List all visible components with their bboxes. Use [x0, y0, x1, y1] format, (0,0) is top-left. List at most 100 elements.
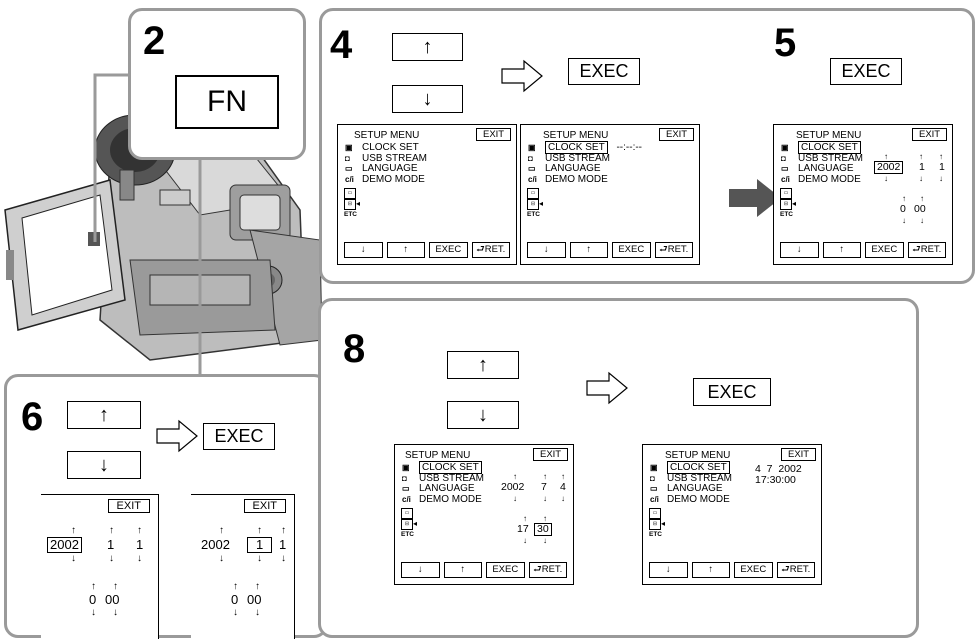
- up-soft-button[interactable]: ↑: [443, 562, 482, 578]
- up-icon: ↑: [71, 525, 76, 536]
- down-icon: ↓: [543, 536, 547, 545]
- menu-item-usb-stream[interactable]: USB STREAM: [798, 152, 864, 164]
- menu-item-demo-mode[interactable]: DEMO MODE: [798, 173, 861, 185]
- exit-button[interactable]: EXIT: [476, 128, 512, 141]
- return-soft-button[interactable]: ⮐RET.: [907, 242, 946, 258]
- menu-item-language[interactable]: LANGUAGE: [419, 483, 475, 494]
- menu-item-clock-set[interactable]: CLOCK SET: [667, 461, 732, 474]
- up-button[interactable]: ↑: [392, 33, 463, 61]
- return-soft-button[interactable]: ⮐RET.: [654, 242, 693, 258]
- down-soft-button[interactable]: ↓: [527, 242, 566, 258]
- etc-icon: ⊟: [527, 199, 539, 210]
- menu-item-language[interactable]: LANGUAGE: [798, 163, 854, 174]
- down-icon: ↓: [137, 553, 142, 564]
- down-icon: ↓: [71, 553, 76, 564]
- menu-item-clock-set[interactable]: CLOCK SET: [798, 141, 863, 154]
- exec-button[interactable]: EXEC: [203, 423, 275, 450]
- exec-soft-button[interactable]: EXEC: [429, 242, 468, 258]
- year-field[interactable]: 2002: [501, 481, 525, 493]
- exec-button[interactable]: EXEC: [693, 378, 771, 406]
- date-readout: 4 7 2002: [755, 463, 802, 475]
- menu-item-demo-mode[interactable]: DEMO MODE: [667, 493, 730, 505]
- down-soft-button[interactable]: ↓: [401, 562, 440, 578]
- up-icon: ↑: [884, 152, 888, 161]
- down-button[interactable]: ↓: [447, 401, 519, 429]
- year-field[interactable]: 2002: [201, 537, 230, 552]
- up-icon: ↑: [255, 581, 260, 592]
- up-soft-button[interactable]: ↑: [386, 242, 425, 258]
- down-button[interactable]: ↓: [67, 451, 141, 479]
- day-field[interactable]: 1: [136, 537, 144, 552]
- menu-item-usb-stream[interactable]: USB STREAM: [667, 472, 733, 484]
- step-6-panel: 6 ↑ ↓ EXEC EXIT ↑ ↑ ↑ 2002 1 1 ↓ ↓ ↓ ↑ ↑…: [4, 374, 328, 639]
- exec-button[interactable]: EXEC: [568, 58, 640, 85]
- lcd-screen: SETUP MENU EXIT ▣◘▭c/i CLOCK SET USB STR…: [394, 444, 574, 585]
- month-field[interactable]: 7: [541, 481, 547, 493]
- month-field[interactable]: 1: [919, 161, 925, 173]
- exit-button[interactable]: EXIT: [912, 128, 948, 141]
- etc-icon: ⊟: [649, 519, 661, 530]
- down-soft-button[interactable]: ↓: [344, 242, 383, 258]
- menu-item-language[interactable]: LANGUAGE: [362, 163, 418, 174]
- menu-title: SETUP MENU: [405, 450, 471, 461]
- hour-field[interactable]: 17: [517, 523, 529, 535]
- minute-field[interactable]: 00: [914, 203, 926, 215]
- menu-item-clock-set[interactable]: CLOCK SET --:--:--: [545, 141, 642, 154]
- exec-soft-button[interactable]: EXEC: [734, 562, 773, 578]
- return-soft-button[interactable]: ⮐RET.: [471, 242, 510, 258]
- menu-item-usb-stream[interactable]: USB STREAM: [419, 472, 485, 484]
- menu-item-demo-mode[interactable]: DEMO MODE: [362, 173, 425, 185]
- menu-item-language[interactable]: LANGUAGE: [545, 163, 601, 174]
- menu-title: SETUP MENU: [543, 130, 609, 141]
- exec-soft-button[interactable]: EXEC: [865, 242, 904, 258]
- exec-soft-button[interactable]: EXEC: [486, 562, 525, 578]
- month-field[interactable]: 1: [107, 537, 115, 552]
- menu-item-language[interactable]: LANGUAGE: [667, 483, 723, 494]
- day-field[interactable]: 1: [279, 537, 287, 552]
- menu-item-usb-stream[interactable]: USB STREAM: [362, 152, 428, 164]
- minute-field[interactable]: 30: [534, 523, 552, 536]
- step-number: 2: [143, 19, 166, 63]
- return-soft-button[interactable]: ⮐RET.: [776, 562, 815, 578]
- exec-button[interactable]: EXEC: [830, 58, 902, 85]
- year-field[interactable]: 2002: [47, 537, 82, 553]
- down-icon: ↓: [233, 607, 238, 618]
- day-field[interactable]: 4: [560, 481, 566, 493]
- up-soft-button[interactable]: ↑: [822, 242, 861, 258]
- month-field[interactable]: 1: [247, 537, 273, 553]
- up-button[interactable]: ↑: [67, 401, 141, 429]
- exit-button[interactable]: EXIT: [107, 499, 150, 513]
- etc-icon: ▭: [649, 508, 661, 519]
- down-icon: ↓: [939, 174, 943, 183]
- step-8-panel: 8 ↑ ↓ EXEC SETUP MENU EXIT ▣◘▭c/i CLOCK …: [318, 298, 919, 638]
- hour-field[interactable]: 0: [900, 203, 906, 215]
- selector-icon: ◂: [792, 199, 797, 208]
- down-soft-button[interactable]: ↓: [780, 242, 819, 258]
- up-soft-button[interactable]: ↑: [691, 562, 730, 578]
- menu-item-usb-stream[interactable]: USB STREAM: [545, 152, 611, 164]
- fn-button[interactable]: FN: [175, 75, 279, 129]
- year-field[interactable]: 2002: [874, 161, 904, 174]
- exit-button[interactable]: EXIT: [659, 128, 695, 141]
- exit-button[interactable]: EXIT: [533, 448, 569, 461]
- up-soft-button[interactable]: ↑: [569, 242, 608, 258]
- up-icon: ↑: [91, 581, 96, 592]
- minute-field[interactable]: 00: [105, 592, 120, 607]
- menu-item-clock-set[interactable]: CLOCK SET: [419, 461, 484, 474]
- exec-soft-button[interactable]: EXEC: [612, 242, 651, 258]
- etc-icon: ▭: [401, 508, 413, 519]
- up-button[interactable]: ↑: [447, 351, 519, 379]
- minute-field[interactable]: 00: [247, 592, 262, 607]
- return-soft-button[interactable]: ⮐RET.: [528, 562, 567, 578]
- exit-button[interactable]: EXIT: [781, 448, 817, 461]
- day-field[interactable]: 1: [939, 161, 945, 173]
- hour-field[interactable]: 0: [89, 592, 97, 607]
- down-button[interactable]: ↓: [392, 85, 463, 113]
- hour-field[interactable]: 0: [231, 592, 239, 607]
- down-soft-button[interactable]: ↓: [649, 562, 688, 578]
- menu-item-demo-mode[interactable]: DEMO MODE: [419, 493, 482, 505]
- exit-button[interactable]: EXIT: [243, 499, 286, 513]
- menu-item-demo-mode[interactable]: DEMO MODE: [545, 173, 608, 185]
- menu-item-clock-set[interactable]: CLOCK SET: [362, 142, 419, 153]
- up-icon: ↑: [939, 152, 943, 161]
